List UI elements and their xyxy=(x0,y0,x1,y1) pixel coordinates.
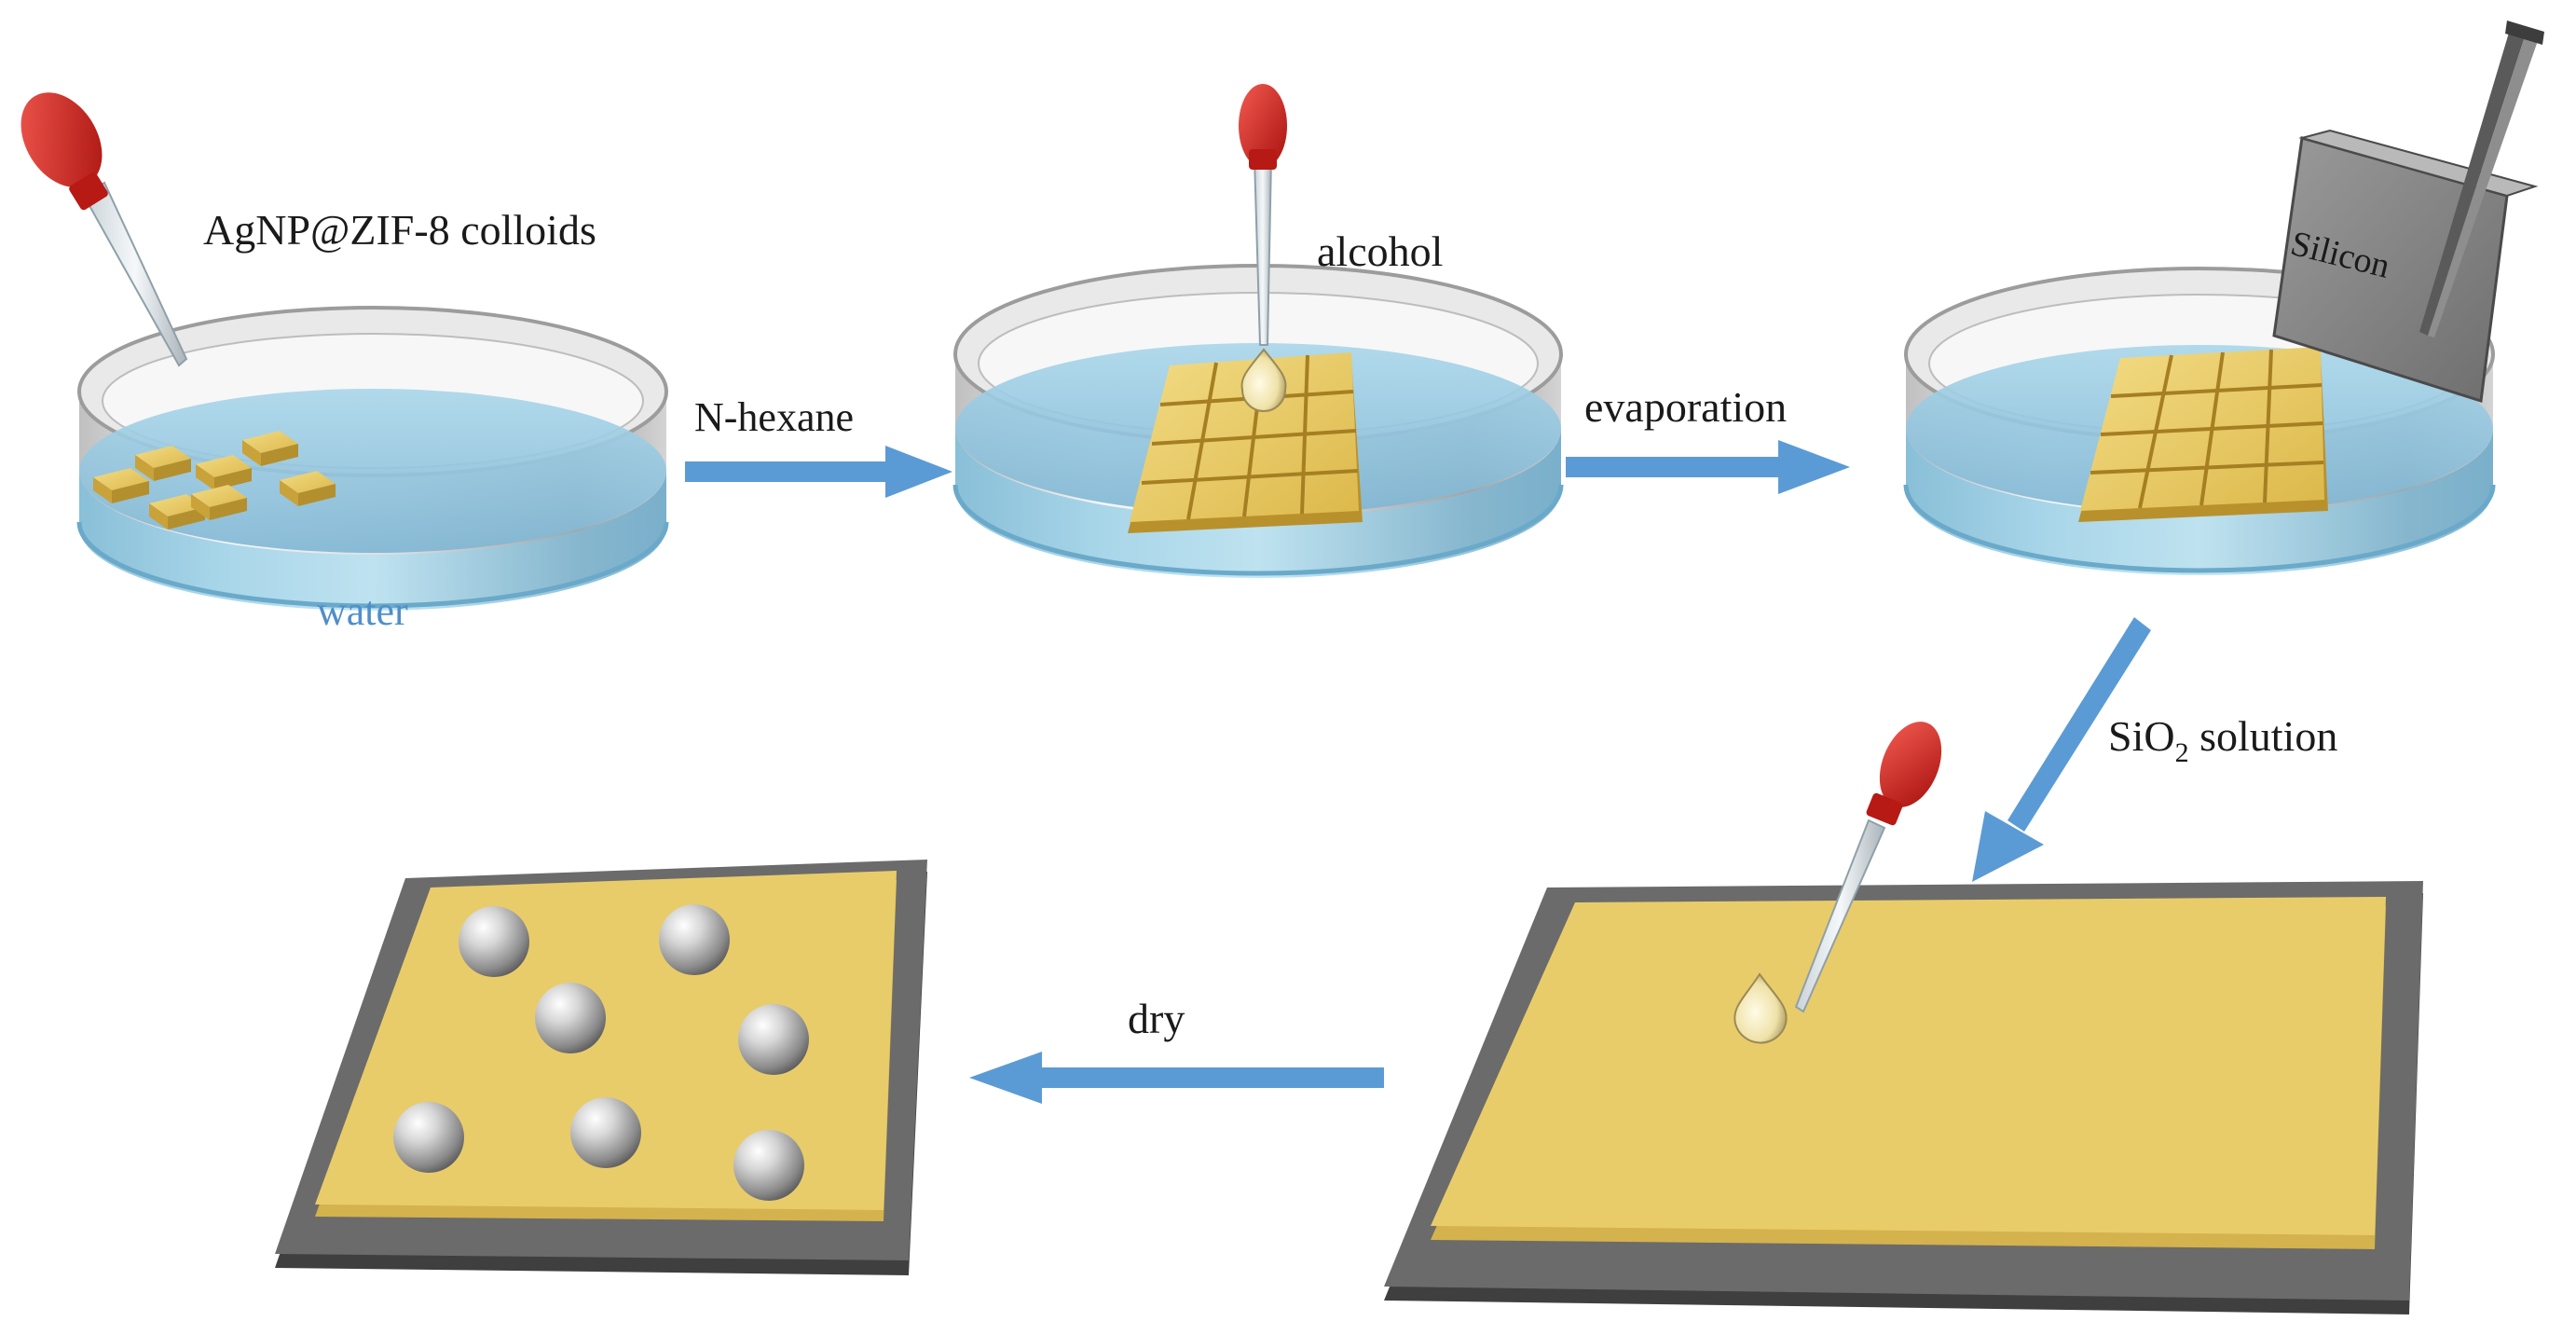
dry-label: dry xyxy=(1128,995,1185,1042)
dropper-1 xyxy=(21,92,188,367)
sio2-label: SiO2 solution xyxy=(2108,712,2337,768)
alcohol-droplet xyxy=(1240,348,1287,412)
scattered-nanocubes xyxy=(93,431,336,530)
evaporation-label: evaporation xyxy=(1584,383,1787,431)
alcohol-label: alcohol xyxy=(1317,227,1443,275)
silica-spheres xyxy=(393,904,809,1201)
petri-dish-2 xyxy=(952,264,1564,578)
petri-dish-1: water xyxy=(76,306,669,634)
arrow-evaporation xyxy=(1566,440,1850,494)
arrow-sio2 xyxy=(1972,617,2151,882)
arrow-dry xyxy=(969,1052,1384,1104)
dropper-2 xyxy=(1239,84,1287,412)
nanocube-array-2 xyxy=(1128,352,1363,533)
dropper-3 xyxy=(1794,722,1942,1013)
nhexane-label: N-hexane xyxy=(694,394,854,440)
arrow-nhexane xyxy=(685,446,952,498)
sio2-droplet xyxy=(1733,972,1788,1044)
colloids-label: AgNP@ZIF-8 colloids xyxy=(203,206,596,254)
water-label: water xyxy=(317,588,408,634)
substrate-with-spheres xyxy=(275,860,927,1275)
tweezers-icon xyxy=(2419,21,2544,337)
nanocube-array-3 xyxy=(2078,347,2328,522)
substrate-with-drop xyxy=(1384,881,2423,1314)
